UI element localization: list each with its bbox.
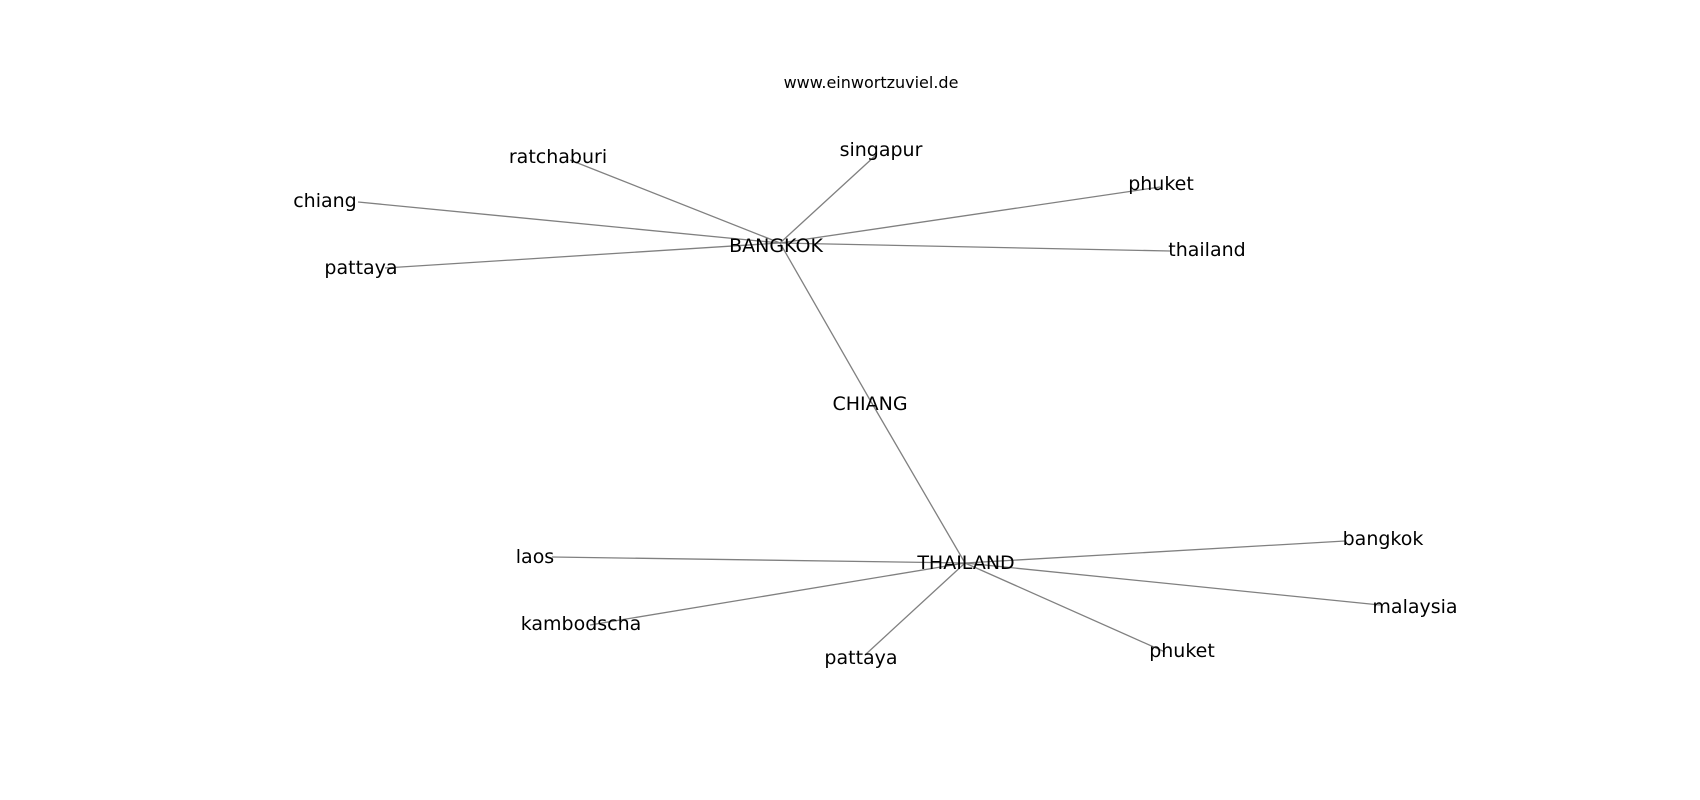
edge-thailand-t_malaysia — [964, 562, 1381, 606]
node-label-t-pattaya: pattaya — [824, 647, 897, 669]
edge-thailand-t_phuket — [964, 562, 1166, 653]
node-label-b-pattaya: pattaya — [324, 257, 397, 279]
edge-chiang-thailand — [869, 399, 966, 564]
edge-thailand-t_kambodscha — [589, 562, 966, 626]
node-label-t-kambodscha: kambodscha — [521, 613, 642, 635]
site-watermark: www.einwortzuviel.de — [784, 73, 959, 92]
edge-bangkok-b_singapur — [779, 154, 877, 244]
edge-bangkok-b_chiang — [357, 201, 781, 244]
label-layer: BANGKOK CHIANG THAILAND ratchaburi singapur p… — [293, 139, 1457, 669]
edge-thailand-t_pattaya — [864, 562, 966, 656]
node-label-t-bangkok: bangkok — [1343, 528, 1424, 550]
node-label-thailand: THAILAND — [916, 552, 1014, 574]
edge-layer — [357, 154, 1381, 656]
edge-bangkok-b_pattaya — [384, 242, 781, 269]
edge-bangkok-b_phuket — [779, 186, 1161, 244]
node-label-b-chiang: chiang — [293, 190, 357, 212]
node-label-t-phuket: phuket — [1149, 640, 1215, 662]
node-label-chiang: CHIANG — [832, 393, 907, 415]
node-label-b-ratchaburi: ratchaburi — [509, 146, 607, 168]
node-label-b-thailand: thailand — [1168, 239, 1245, 261]
node-label-b-phuket: phuket — [1128, 173, 1194, 195]
node-label-t-malaysia: malaysia — [1372, 596, 1457, 618]
edge-thailand-t_bangkok — [964, 540, 1346, 564]
edge-thailand-t_laos — [551, 556, 966, 564]
edge-bangkok-chiang — [779, 242, 871, 401]
node-label-b-singapur: singapur — [840, 139, 923, 161]
node-label-t-laos: laos — [516, 546, 554, 568]
edge-bangkok-b_ratchaburi — [569, 159, 781, 244]
edge-bangkok-b_thailand — [779, 242, 1171, 252]
node-label-bangkok: BANGKOK — [729, 235, 823, 257]
